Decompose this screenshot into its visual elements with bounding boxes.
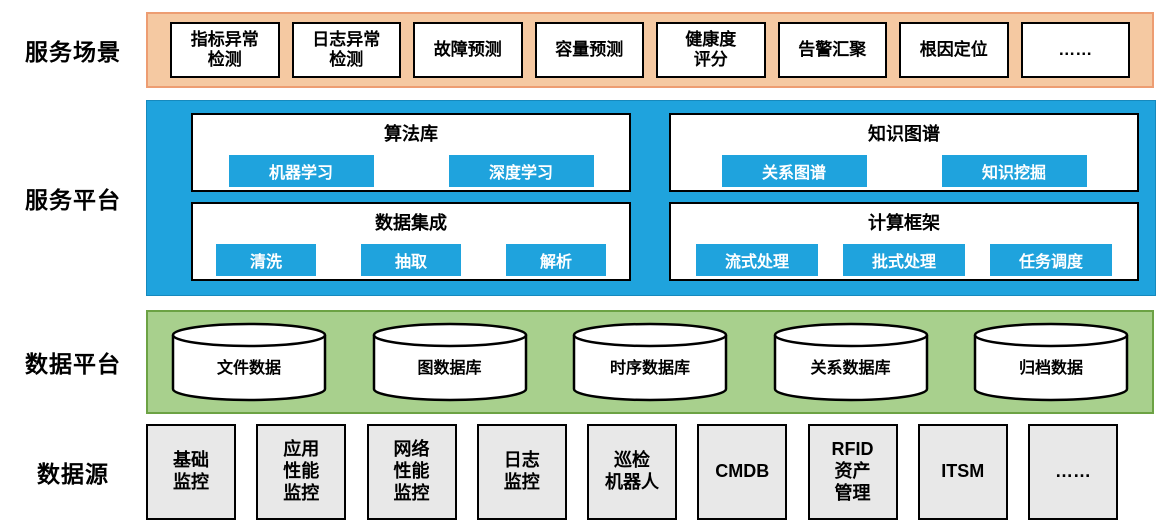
panel-knowledge-graph: 知识图谱 关系图谱 知识挖掘 (669, 113, 1139, 192)
data-sources-band: 基础 监控 应用 性能 监控 网络 性能 监控 日志 监控 巡检 机器人 CMD… (146, 424, 1154, 520)
scenario-root-cause-location: 根因定位 (899, 22, 1009, 78)
data-sources-label: 数据源 (37, 461, 109, 487)
database-cylinder-icon (372, 322, 527, 402)
database-archive-data: 归档数据 (972, 322, 1130, 402)
source-cmdb: CMDB (697, 424, 788, 520)
source-network-performance-monitoring: 网络 性能 监控 (366, 424, 457, 520)
panel-title: 计算框架 (868, 213, 940, 233)
scenario-log-anomaly-detection: 日志异常 检测 (291, 22, 401, 78)
database-cylinder-icon (973, 322, 1129, 402)
row-label-col: 服务场景 (0, 12, 146, 88)
chip-parsing: 解析 (506, 244, 606, 276)
chip-cleaning: 清洗 (216, 244, 316, 276)
database-label: 时序数据库 (609, 360, 690, 377)
data-platform-label: 数据平台 (25, 351, 121, 377)
row-service-platform: 服务平台 算法库 机器学习 深度学习 知识图谱 关系图谱 知识挖掘 数据集成 (0, 100, 1159, 296)
database-relational-db: 关系数据库 (772, 322, 930, 402)
chip-deep-learning: 深度学习 (448, 155, 594, 187)
source-ellipsis: …… (1028, 424, 1118, 520)
chip-relation-graph: 关系图谱 (721, 155, 867, 187)
row-label-col: 服务平台 (0, 100, 146, 296)
source-itsm: ITSM (917, 424, 1008, 520)
row-data-platform: 数据平台 文件数据 图数据库 (0, 310, 1159, 414)
chip-batch-processing: 批式处理 (843, 244, 965, 276)
panel-title: 数据集成 (375, 213, 447, 233)
panel-computing-framework: 计算框架 流式处理 批式处理 任务调度 (669, 202, 1139, 281)
source-basic-monitoring: 基础 监控 (146, 424, 236, 520)
row-service-scenarios: 服务场景 指标异常 检测 日志异常 检测 故障预测 容量预测 健康度 评分 告警… (0, 12, 1159, 88)
database-cylinder-icon (773, 322, 928, 402)
panel-algorithm-library: 算法库 机器学习 深度学习 (191, 113, 631, 192)
scenario-capacity-prediction: 容量预测 (534, 22, 644, 78)
scenario-alert-aggregation: 告警汇聚 (777, 22, 887, 78)
scenario-metric-anomaly-detection: 指标异常 检测 (170, 22, 280, 78)
panel-title: 算法库 (384, 124, 438, 144)
panel-buttons: 流式处理 批式处理 任务调度 (696, 244, 1112, 276)
database-cylinder-icon (572, 322, 728, 402)
panel-data-integration: 数据集成 清洗 抽取 解析 (191, 202, 631, 281)
panel-title: 知识图谱 (868, 124, 940, 144)
chip-task-scheduling: 任务调度 (990, 244, 1112, 276)
row-data-sources: 数据源 基础 监控 应用 性能 监控 网络 性能 监控 日志 监控 巡检 机器人… (0, 424, 1159, 520)
service-scenarios-label: 服务场景 (25, 39, 121, 65)
scenario-fault-prediction: 故障预测 (413, 22, 523, 78)
source-app-performance-monitoring: 应用 性能 监控 (256, 424, 347, 520)
database-label: 关系数据库 (810, 360, 891, 377)
source-inspection-robot: 巡检 机器人 (587, 424, 677, 520)
database-cylinder-icon (171, 322, 327, 402)
scenario-ellipsis: …… (1020, 22, 1130, 78)
data-platform-band: 文件数据 图数据库 时序数据库 (146, 310, 1154, 414)
scenario-health-score: 健康度 评分 (656, 22, 766, 78)
row-label-col: 数据平台 (0, 310, 146, 414)
panel-buttons: 机器学习 深度学习 (228, 155, 594, 187)
service-scenarios-band: 指标异常 检测 日志异常 检测 故障预测 容量预测 健康度 评分 告警汇聚 根因… (146, 12, 1154, 88)
row-label-col: 数据源 (0, 424, 146, 520)
source-log-monitoring: 日志 监控 (476, 424, 567, 520)
database-label: 文件数据 (216, 360, 281, 377)
database-timeseries-db: 时序数据库 (571, 322, 729, 402)
database-file-data: 文件数据 (170, 322, 328, 402)
chip-extraction: 抽取 (361, 244, 461, 276)
service-platform-band: 算法库 机器学习 深度学习 知识图谱 关系图谱 知识挖掘 数据集成 清洗 抽取 (146, 100, 1156, 296)
panel-buttons: 关系图谱 知识挖掘 (721, 155, 1087, 187)
database-label: 归档数据 (1018, 360, 1083, 377)
database-label: 图数据库 (417, 360, 482, 377)
chip-stream-processing: 流式处理 (696, 244, 818, 276)
source-rfid-asset-management: RFID 资产 管理 (807, 424, 898, 520)
database-graph-db: 图数据库 (371, 322, 529, 402)
chip-knowledge-mining: 知识挖掘 (941, 155, 1087, 187)
service-platform-label: 服务平台 (25, 187, 121, 213)
chip-machine-learning: 机器学习 (228, 155, 374, 187)
panel-buttons: 清洗 抽取 解析 (216, 244, 606, 276)
